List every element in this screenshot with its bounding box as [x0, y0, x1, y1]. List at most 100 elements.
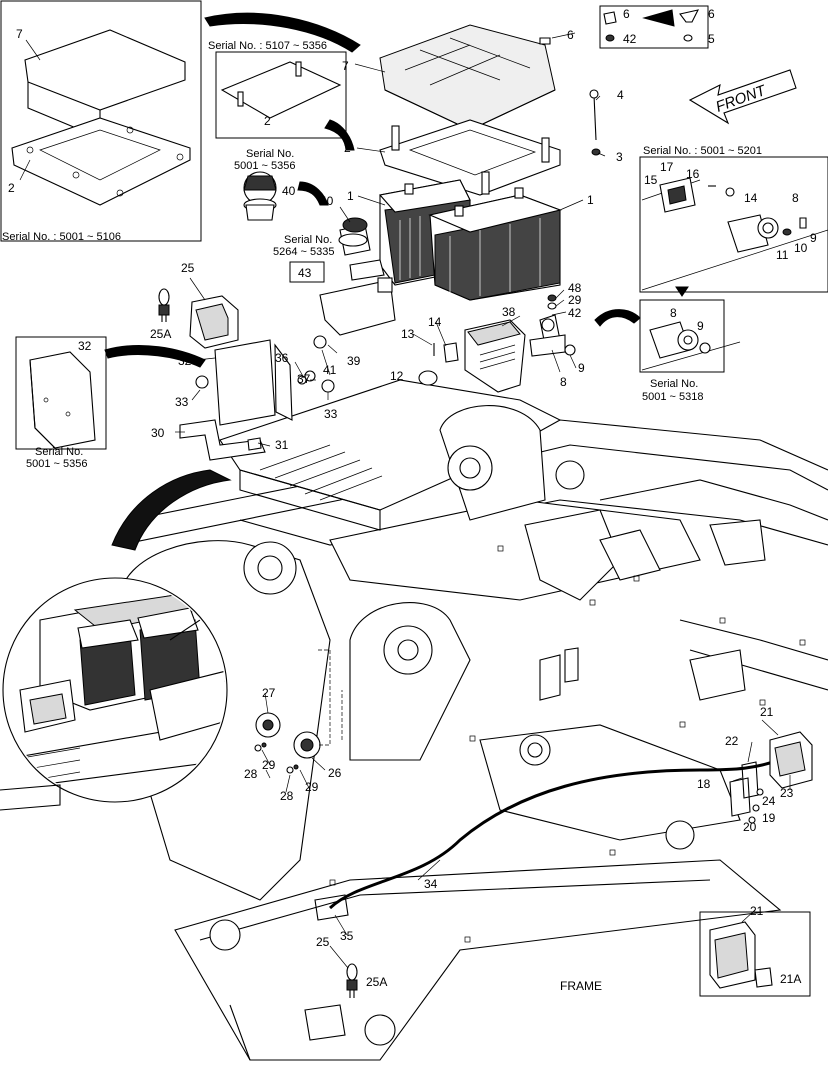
callout-8-inset: 8	[792, 191, 799, 205]
callout-box-43	[289, 261, 325, 283]
work-lamp-assembly	[158, 288, 335, 461]
work-lamp-lower	[346, 963, 358, 998]
callout-32-inset: 32	[78, 339, 92, 353]
callout-14-inset: 14	[744, 191, 758, 205]
washer-tank-inset	[709, 921, 773, 989]
callout-4: 4	[617, 88, 624, 102]
callout-28-a: 28	[244, 767, 258, 781]
callout-48: 48	[568, 281, 582, 295]
callout-14: 14	[428, 315, 442, 329]
washer-tank-assembly	[314, 731, 813, 921]
callout-35: 35	[340, 929, 354, 943]
callout-38: 38	[502, 305, 516, 319]
callout-9-inset-b: 9	[697, 319, 704, 333]
caption-serial-5001-5201: Serial No. : 5001 ~ 5201	[643, 145, 762, 157]
callout-22: 22	[725, 734, 739, 748]
callout-1-left: 1	[347, 189, 354, 203]
callout-12: 12	[390, 369, 404, 383]
callout-numbers: 7 2 2 7 2 1 1 6 6 42 6 5 4 3 40 40 43 25…	[8, 7, 817, 989]
callout-40: 40	[320, 194, 334, 208]
inset-frames	[0, 0, 828, 997]
callout-10: 10	[794, 241, 808, 255]
callout-25a: 25A	[150, 327, 171, 341]
callout-9: 9	[578, 361, 585, 375]
caption-range-5001-5356-bracket: 5001 ~ 5356	[26, 458, 87, 470]
frame-label: FRAME	[560, 979, 602, 993]
callout-6-inset-a: 6	[623, 7, 630, 21]
callout-29-top: 29	[568, 293, 582, 307]
callout-26: 26	[328, 766, 342, 780]
callout-33-left: 33	[175, 395, 189, 409]
battery-switch-assembly	[319, 217, 396, 336]
callout-11: 11	[776, 248, 789, 262]
callout-39: 39	[347, 354, 361, 368]
callout-3: 3	[616, 150, 623, 164]
callout-17: 17	[660, 160, 674, 174]
callout-21: 21	[760, 705, 774, 719]
callout-25-lower: 25	[316, 935, 330, 949]
inset-box-serial-5001-5201	[639, 156, 828, 293]
callout-2-serial-inset: 2	[264, 114, 271, 128]
nut-options-drawing	[603, 9, 700, 42]
inset-callout-arrows	[104, 12, 689, 368]
front-arrow-icon	[688, 69, 797, 125]
tray-inset-drawing	[220, 61, 342, 119]
callout-41: 41	[323, 363, 337, 377]
callout-5-inset: 5	[708, 32, 715, 46]
magnified-battery-inset	[0, 469, 232, 811]
inset-box-nut-options	[599, 5, 709, 49]
callout-33-right: 33	[324, 407, 338, 421]
battery-deck-plate	[219, 379, 585, 531]
relay-inset-middle	[641, 321, 741, 371]
caption-serial-no-bracket: Serial No.	[35, 446, 83, 458]
callout-2: 2	[344, 141, 351, 155]
callout-18: 18	[697, 777, 711, 791]
callout-19: 19	[762, 811, 776, 825]
callout-42: 42	[568, 306, 582, 320]
callout-6: 6	[567, 28, 574, 42]
callout-29-a: 29	[262, 758, 276, 772]
callout-8-inset-b: 8	[670, 306, 677, 320]
callout-1-right: 1	[587, 193, 594, 207]
caption-range-5264-5335: 5264 ~ 5335	[273, 246, 334, 258]
inset-box-serial-5107-5356	[215, 51, 347, 139]
leader-lines	[19, 32, 791, 969]
relay-assembly	[418, 294, 576, 393]
inset-box-washer-tank	[699, 911, 811, 997]
callout-32: 32	[178, 354, 192, 368]
cover-inset-drawing	[11, 29, 191, 206]
caption-serial-no-43: Serial No.	[284, 234, 332, 246]
callout-37: 37	[297, 372, 311, 386]
callout-31: 31	[275, 438, 289, 452]
callout-25a-lower: 25A	[366, 975, 387, 989]
callout-30: 30	[151, 426, 165, 440]
captions: Serial No. : 5107 ~ 5356 Serial No. : 50…	[2, 40, 770, 993]
caption-serial-no-relay: Serial No.	[650, 378, 698, 390]
callout-20: 20	[743, 820, 757, 834]
callout-9-inset: 9	[810, 231, 817, 245]
callout-21a: 21A	[780, 972, 801, 986]
callout-7: 7	[342, 59, 349, 73]
battery-cover-exploded	[379, 24, 601, 196]
caption-range-5001-5318: 5001 ~ 5318	[642, 391, 703, 403]
callout-23: 23	[780, 786, 794, 800]
callout-15: 15	[644, 173, 658, 187]
callout-34: 34	[424, 877, 438, 891]
callout-28-b: 28	[280, 789, 294, 803]
caption-range-5001-5356-switch: 5001 ~ 5356	[234, 160, 295, 172]
caption-serial-5001-5106: Serial No. : 5001 ~ 5106	[2, 231, 121, 243]
caption-serial-5107-5356: Serial No. : 5107 ~ 5356	[208, 40, 327, 52]
inset-box-serial-5001-5106	[0, 0, 202, 242]
callout-36: 36	[275, 351, 289, 365]
callout-25: 25	[181, 261, 195, 275]
horn-assembly	[254, 649, 343, 774]
callout-29-b: 29	[305, 780, 319, 794]
callout-16: 16	[686, 167, 700, 181]
callout-8: 8	[560, 375, 567, 389]
relay-inset-top	[641, 177, 828, 291]
inset-box-bracket-32	[15, 336, 107, 450]
inset-box-serial-5001-5318	[639, 299, 725, 373]
callout-24: 24	[762, 794, 776, 808]
